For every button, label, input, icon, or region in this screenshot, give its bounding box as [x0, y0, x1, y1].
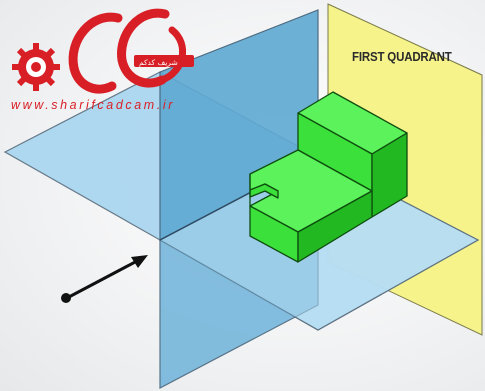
watermark-url: www.sharifcadcam.ir — [11, 98, 176, 112]
logo-red-banner — [134, 55, 194, 67]
green-block — [249, 91, 408, 263]
logo-swoosh-2 — [117, 8, 170, 88]
gear-icon — [12, 43, 60, 91]
viewing-direction-arrow — [61, 255, 148, 303]
block-step-side — [297, 190, 373, 263]
logo-swoosh-1 — [68, 12, 123, 94]
first-quadrant-label: FIRST QUADRANT — [352, 50, 452, 64]
watermark-logo — [12, 8, 194, 94]
watermark-persian-text: شریف کدکم — [139, 58, 178, 67]
